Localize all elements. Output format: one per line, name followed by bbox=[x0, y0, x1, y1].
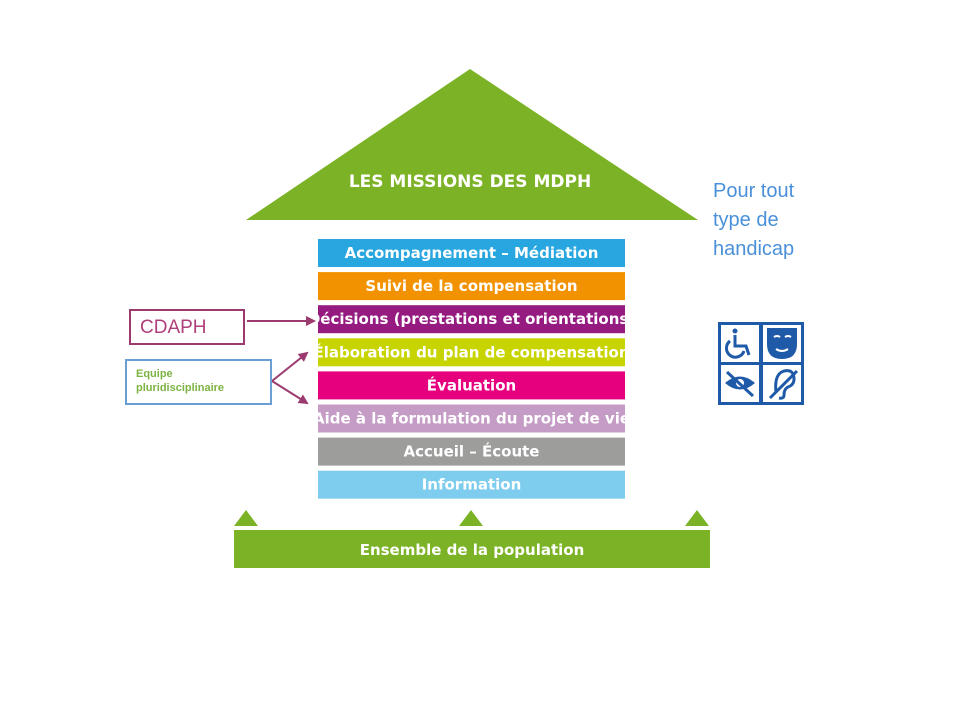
mission-label: Élaboration du plan de compensation bbox=[313, 342, 629, 361]
roof-title: LES MISSIONS DES MDPH bbox=[349, 172, 591, 192]
handicap-line-2: type de bbox=[713, 209, 779, 231]
mission-bar bbox=[318, 305, 625, 334]
handicap-line-1: Pour tout bbox=[713, 180, 795, 202]
accessibility-icons bbox=[718, 322, 804, 405]
accessibility-icons-svg bbox=[721, 325, 801, 402]
mission-bar bbox=[318, 371, 625, 400]
mission-label: Aide à la formulation du projet de vie bbox=[313, 410, 630, 428]
equipe-box: Equipe pluridisciplinaire bbox=[125, 359, 272, 405]
mission-bar bbox=[318, 239, 625, 267]
base-peak-left bbox=[234, 510, 258, 526]
equipe-label: Equipe pluridisciplinaire bbox=[136, 367, 224, 395]
equipe-line-2: pluridisciplinaire bbox=[136, 382, 225, 394]
eye-icon bbox=[725, 370, 755, 398]
mission-bar bbox=[318, 272, 625, 301]
ear-icon bbox=[768, 369, 799, 400]
mission-bar bbox=[318, 338, 625, 367]
base-peak-middle bbox=[459, 510, 483, 526]
equipe-line-1: Equipe bbox=[136, 368, 173, 380]
mission-label: Information bbox=[422, 476, 522, 494]
cdaph-box: CDAPH bbox=[129, 309, 245, 345]
mission-label: Évaluation bbox=[427, 375, 516, 394]
equipe-arrow-down bbox=[271, 380, 309, 405]
roof bbox=[246, 69, 698, 220]
base-bar bbox=[234, 530, 710, 568]
mission-bar bbox=[318, 437, 625, 466]
handicap-caption: Pour tout type de handicap bbox=[713, 177, 833, 264]
mission-bar bbox=[318, 470, 625, 499]
mission-label: Suivi de la compensation bbox=[365, 277, 577, 295]
mission-bar bbox=[318, 404, 625, 433]
mission-label: Accueil – Écoute bbox=[404, 442, 540, 461]
cdaph-label: CDAPH bbox=[140, 317, 207, 338]
base-peak-right bbox=[685, 510, 709, 526]
mission-label: Accompagnement – Médiation bbox=[345, 244, 599, 262]
mask-face-icon bbox=[767, 328, 797, 359]
base-label: Ensemble de la population bbox=[360, 541, 585, 559]
equipe-arrow-up bbox=[271, 351, 309, 382]
mission-label: Décisions (prestations et orientations) bbox=[308, 310, 635, 328]
handicap-line-3: handicap bbox=[713, 238, 795, 260]
wheelchair-icon bbox=[725, 328, 751, 359]
